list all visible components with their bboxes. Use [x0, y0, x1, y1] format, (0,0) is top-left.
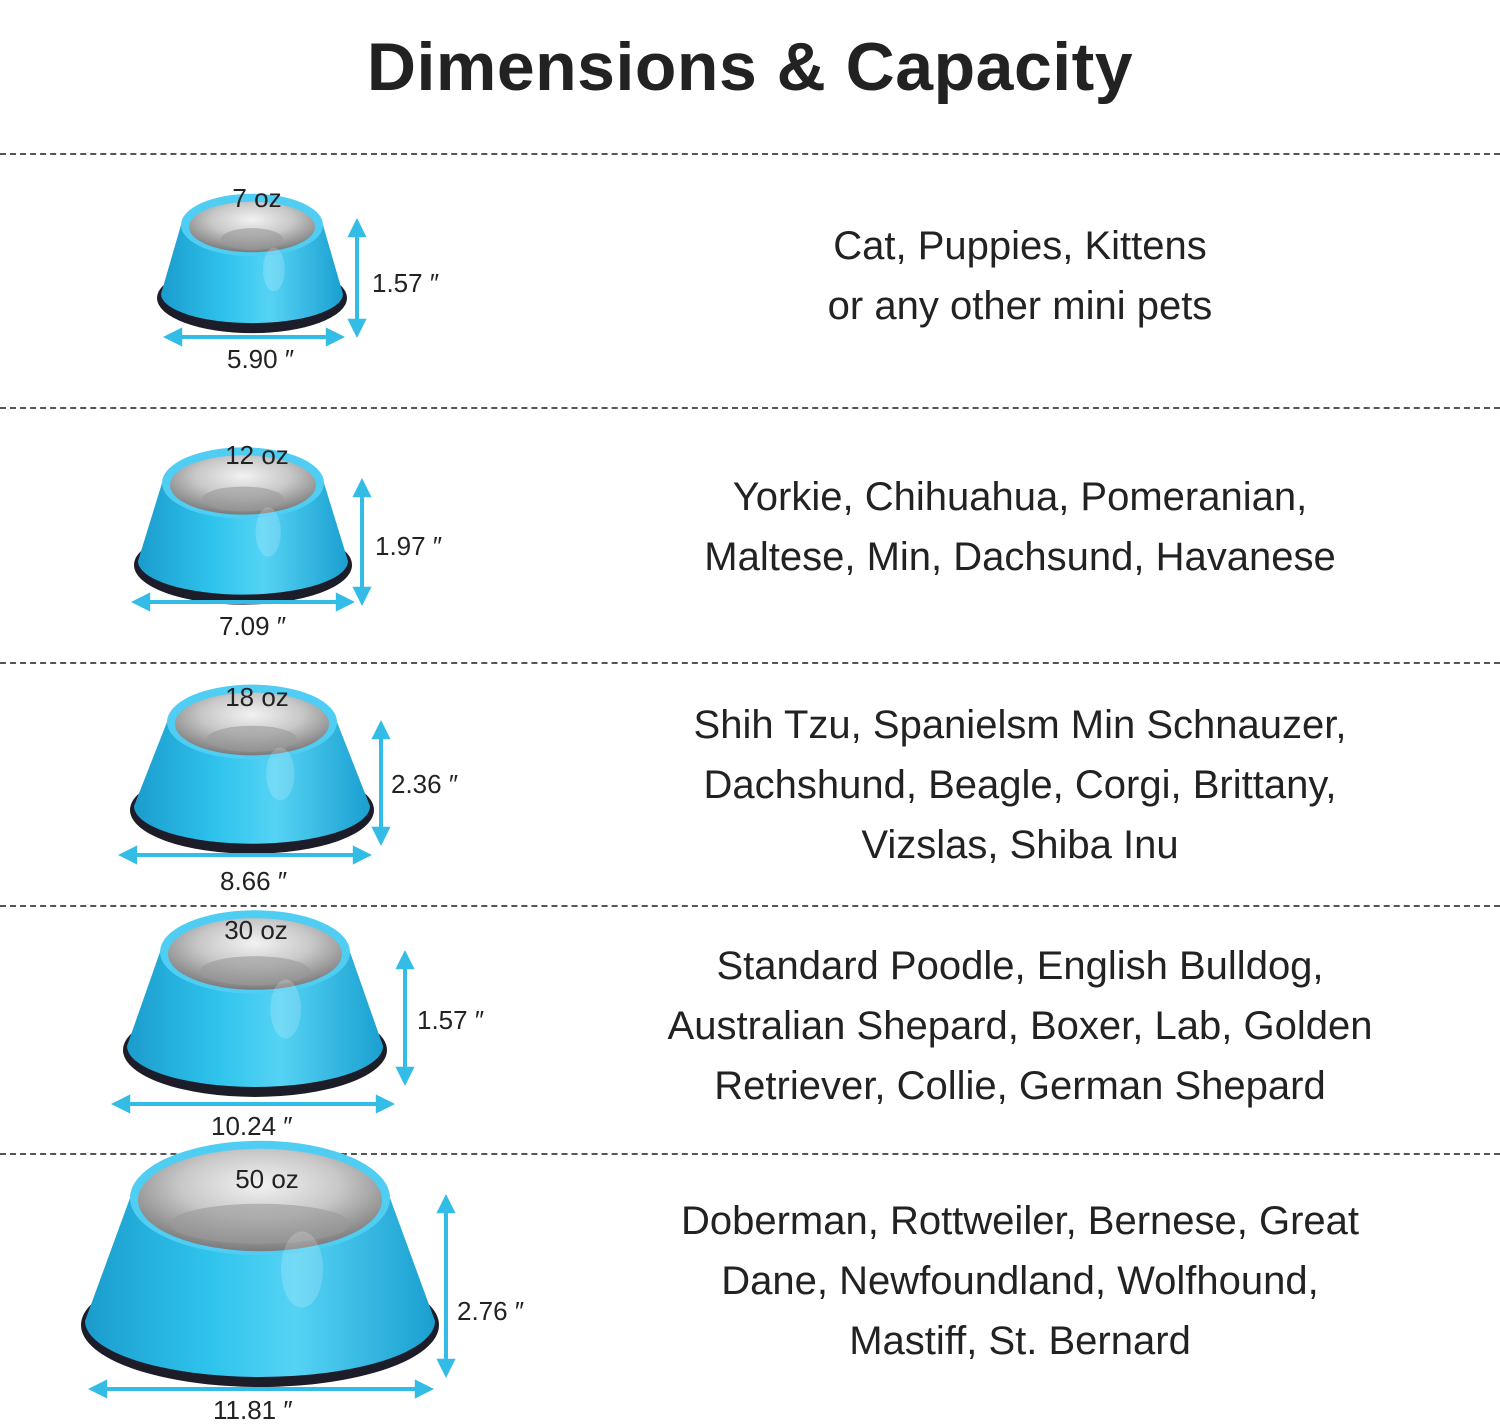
breed-list: Cat, Puppies, Kittens or any other mini … [600, 216, 1440, 336]
breed-line: Cat, Puppies, Kittens [833, 224, 1207, 268]
capacity-label: 12 oz [225, 440, 289, 470]
divider [0, 662, 1500, 664]
divider [0, 153, 1500, 155]
height-label: 2.36 ″ [391, 769, 459, 799]
width-label: 8.66 ″ [220, 866, 288, 896]
breed-list: Shih Tzu, Spanielsm Min Schnauzer, Dachs… [600, 695, 1440, 875]
breed-line: or any other mini pets [827, 284, 1213, 328]
height-label: 1.57 ″ [372, 268, 440, 298]
breed-line: Mastiff, St. Bernard [849, 1319, 1191, 1363]
breed-line: Shih Tzu, Spanielsm Min Schnauzer, [693, 703, 1347, 747]
breed-line: Australian Shepard, Boxer, Lab, Golden [667, 1004, 1373, 1048]
width-label: 11.81 ″ [213, 1395, 293, 1425]
breed-line: Maltese, Min, Dachsund, Havanese [704, 535, 1336, 579]
divider [0, 905, 1500, 907]
breed-list: Standard Poodle, English Bulldog, Austra… [600, 936, 1440, 1116]
divider [0, 407, 1500, 409]
capacity-label: 18 oz [225, 682, 289, 712]
width-label: 5.90 ″ [227, 344, 295, 374]
capacity-label: 7 oz [232, 183, 282, 213]
breed-line: Yorkie, Chihuahua, Pomeranian, [732, 475, 1308, 519]
breed-line: Standard Poodle, English Bulldog, [716, 944, 1324, 988]
page-title: Dimensions & Capacity [366, 29, 1134, 105]
width-label: 10.24 ″ [211, 1111, 293, 1141]
breed-list: Yorkie, Chihuahua, Pomeranian, Maltese, … [600, 467, 1440, 587]
breed-line: Vizslas, Shiba Inu [861, 823, 1179, 867]
breed-line: Dachshund, Beagle, Corgi, Brittany, [703, 763, 1337, 807]
capacity-label: 30 oz [224, 915, 288, 945]
height-label: 1.57 ″ [417, 1005, 485, 1035]
breed-line: Doberman, Rottweiler, Bernese, Great [680, 1199, 1360, 1243]
height-label: 1.97 ″ [375, 531, 443, 561]
breed-line: Dane, Newfoundland, Wolfhound, [721, 1259, 1319, 1303]
width-label: 7.09 ″ [219, 611, 287, 641]
divider [0, 1153, 1500, 1155]
breed-line: Retriever, Collie, German Shepard [714, 1064, 1326, 1108]
capacity-label: 50 oz [235, 1164, 299, 1194]
height-label: 2.76 ″ [457, 1296, 525, 1326]
breed-list: Doberman, Rottweiler, Bernese, Great Dan… [600, 1191, 1440, 1371]
